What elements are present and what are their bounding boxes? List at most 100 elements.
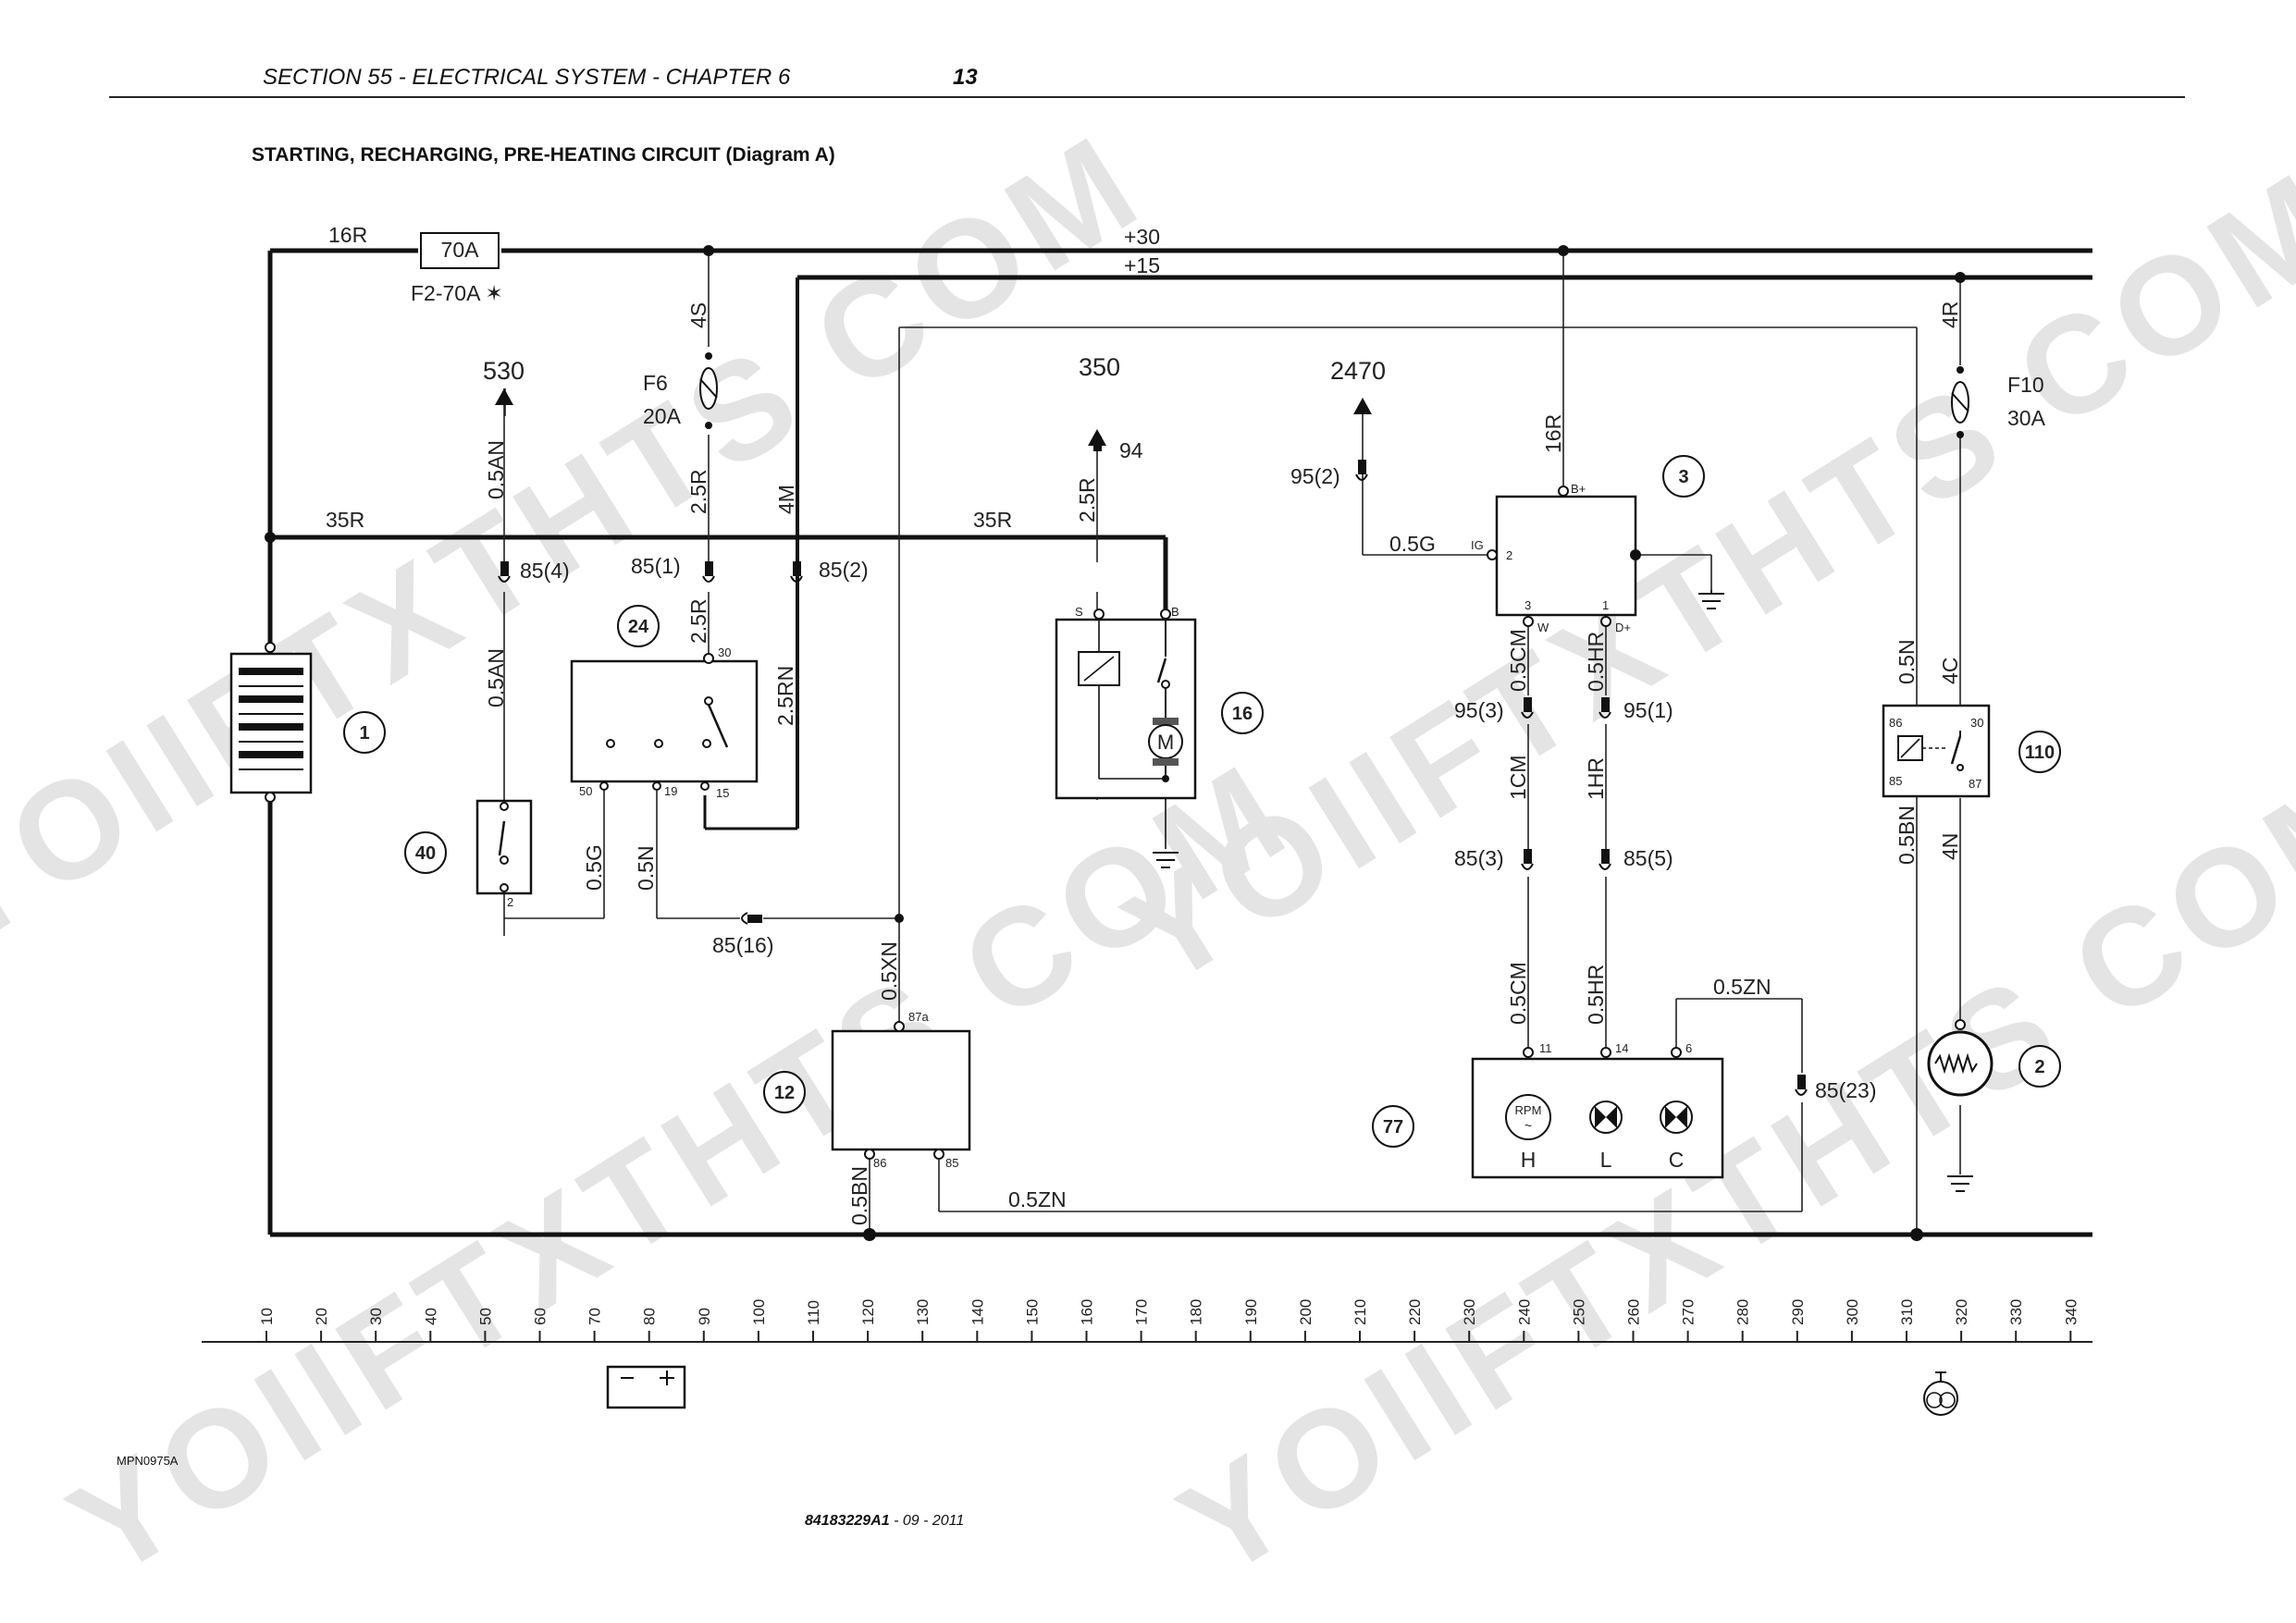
fuse-f10-rating: 30A — [2007, 406, 2046, 430]
axis-tick-label: 100 — [750, 1299, 768, 1325]
glow-relay: 86 30 85 87 110 — [1882, 704, 2061, 798]
section-title: SECTION 55 - ELECTRICAL SYSTEM - CHAPTER… — [263, 65, 791, 90]
document-footer: 84183229A1 - 09 - 2011 — [805, 1513, 964, 1530]
fuse-f10-label: F10 — [2007, 373, 2044, 397]
pin-label: 2 — [1506, 548, 1512, 562]
wire-label: 16R — [1541, 414, 1565, 453]
wire-label: 4R — [1938, 301, 1962, 328]
axis-tick-label: 230 — [1461, 1299, 1478, 1325]
pin-label: 30 — [1970, 716, 1983, 730]
tachometer-icon — [1505, 1094, 1551, 1140]
main-fuse: 70A F2-70A ✶ 16R — [328, 223, 503, 305]
ground-icon — [1947, 1175, 1973, 1192]
wire-label: 0.5AN — [484, 648, 508, 707]
document-number: 84183229A1 — [805, 1513, 890, 1529]
wire-35r-mid: 35R — [973, 508, 1012, 532]
component-1-number: 1 — [359, 723, 369, 744]
wire-label: 4N — [1938, 833, 1962, 860]
motor-icon: M — [1157, 731, 1174, 754]
pin-label: 50 — [579, 784, 592, 798]
wire-label: 1CM — [1506, 755, 1530, 800]
wire-label: 0.5ZN — [1713, 975, 1771, 999]
wire-label: 4C — [1938, 658, 1962, 684]
connector-85-16: 85(16) — [712, 933, 773, 957]
lamp-icon — [1589, 1100, 1623, 1134]
wire-label: 0.5HR — [1584, 965, 1608, 1025]
arrow-530-label: 530 — [483, 357, 525, 385]
pin-label: D+ — [1615, 621, 1631, 634]
lamp-l-label: L — [1600, 1148, 1612, 1172]
wire-16r-top: 16R — [328, 223, 367, 247]
axis-tick-label: 160 — [1079, 1299, 1096, 1325]
connector-85-4: 85(4) — [520, 559, 570, 583]
diagram-title: STARTING, RECHARGING, PRE-HEATING CIRCUI… — [252, 144, 835, 166]
pin-label: 2 — [507, 895, 513, 909]
svg-text:~: ~ — [1524, 1118, 1532, 1133]
pin-label: 1 — [1602, 598, 1609, 612]
ground-icon — [1153, 852, 1179, 868]
axis-tick-label: 60 — [532, 1308, 549, 1325]
axis-tick-label: 110 — [805, 1300, 822, 1325]
arrow-up-icon — [495, 388, 513, 405]
wire-label: 2.5R — [1075, 477, 1099, 523]
wire-label: 0.5CM — [1506, 629, 1530, 692]
axis-tick-label: 210 — [1352, 1299, 1369, 1325]
axis-tick-label: 250 — [1570, 1299, 1587, 1325]
axis-tick-label: 220 — [1406, 1299, 1424, 1325]
component-3-number: 3 — [1678, 467, 1688, 487]
connector-85-5: 85(5) — [1623, 846, 1673, 870]
axis-tick-label: 310 — [1898, 1299, 1916, 1325]
connector-85-23: 85(23) — [1815, 1078, 1876, 1102]
main-fuse-rating: 70A — [441, 238, 480, 262]
wire-label: 2.5RN — [773, 666, 797, 726]
axis-tick-label: 170 — [1133, 1299, 1151, 1325]
connector-95-2: 95(2) — [1290, 464, 1340, 488]
dashboard: 11 14 6 RPM ~ H L C 77 — [1372, 1041, 1724, 1179]
pin-label: 87a — [908, 1010, 929, 1024]
axis-tick-label: 280 — [1734, 1299, 1752, 1325]
axis-tick-label: 180 — [1188, 1299, 1205, 1325]
arrow-2470-label: 2470 — [1330, 357, 1386, 385]
axis-tick-label: 80 — [641, 1308, 659, 1325]
axis-tick-label: 260 — [1625, 1299, 1643, 1325]
wire-35r-left: 35R — [326, 508, 364, 532]
battery: 1 — [229, 642, 386, 803]
axis-tick-label: 340 — [2062, 1299, 2080, 1325]
component-24-number: 24 — [628, 617, 649, 637]
pin-label: 11 — [1539, 1041, 1552, 1055]
pin-label: 6 — [1685, 1041, 1692, 1055]
pin-label: 3 — [1524, 598, 1531, 612]
connector-85-2: 85(2) — [819, 558, 869, 582]
wire-label: 0.5N — [634, 845, 658, 891]
component-40-number: 40 — [415, 843, 436, 864]
component-77-number: 77 — [1383, 1117, 1403, 1137]
lamp-h-label: H — [1521, 1148, 1537, 1172]
connector-85-1: 85(1) — [631, 554, 681, 578]
pin-label: 85 — [1889, 774, 1902, 788]
wire-label: 0.5N — [1895, 639, 1919, 684]
connector-94: 94 — [1119, 438, 1143, 462]
pin-label: 30 — [718, 646, 731, 659]
axis-tick-label: 240 — [1515, 1299, 1533, 1325]
pin-label: W — [1537, 621, 1549, 634]
battery-symbol-icon — [606, 1365, 686, 1409]
pin-label: 15 — [716, 786, 729, 800]
wire-label: 0.5CM — [1506, 962, 1530, 1025]
starter-motor: S B M 16 — [1055, 605, 1264, 868]
axis-tick-label: 70 — [586, 1308, 604, 1325]
component-16-number: 16 — [1232, 704, 1253, 724]
heater-coil-icon — [1934, 1052, 1978, 1075]
glow-plug-symbol-icon — [1923, 1371, 1958, 1416]
arrow-up-icon — [1353, 398, 1372, 414]
lamp-icon — [1660, 1100, 1693, 1134]
watermark-text: YOIIFTXTHTS COM — [44, 732, 1316, 1606]
header-rule — [109, 96, 2185, 98]
wire-labels: 0.5AN 0.5AN 4S 2.5R 4M 2.5R 2.5RN 0.5G 0… — [484, 301, 1962, 1225]
wire-label: 0.5HR — [1584, 632, 1608, 692]
axis-tick-label: 330 — [2007, 1299, 2025, 1325]
axis-tick-label: 150 — [1023, 1299, 1041, 1325]
pin-label: 86 — [873, 1156, 886, 1170]
axis-tick-label: 40 — [422, 1308, 439, 1325]
component-110-number: 110 — [2025, 743, 2055, 763]
